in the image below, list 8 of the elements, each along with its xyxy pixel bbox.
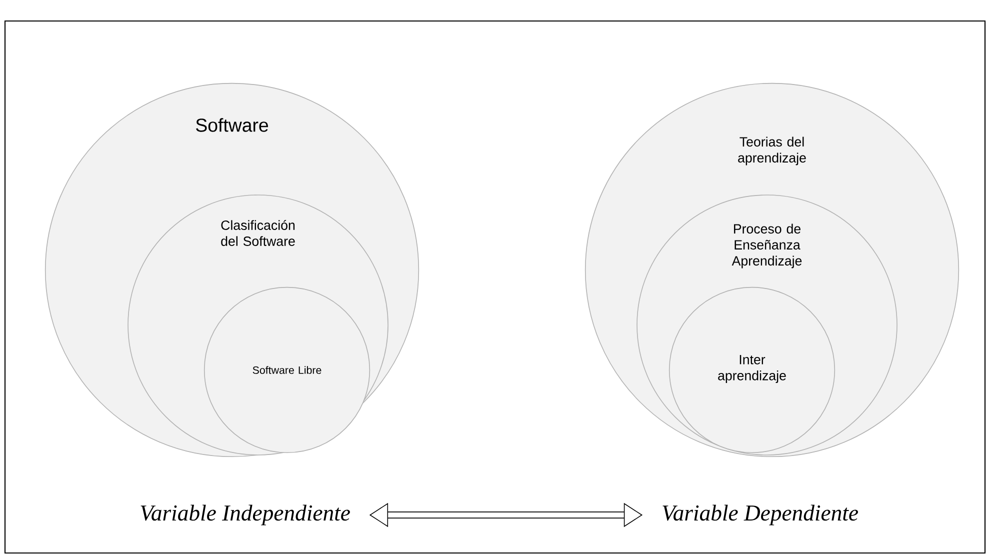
circle-label: Clasificación del Software [221, 220, 295, 246]
circle-label: Teorias del aprendizaje [738, 136, 806, 166]
circle-label: Proceso de Enseñanza Aprendizaje [732, 224, 802, 268]
variable-label: Variable Independiente [140, 504, 350, 526]
variable-label: Variable Dependiente [662, 504, 858, 526]
circle-label: Software Libre [252, 366, 322, 374]
circle-label: Inter aprendizaje [718, 355, 786, 383]
circle-label: Software [196, 118, 268, 132]
